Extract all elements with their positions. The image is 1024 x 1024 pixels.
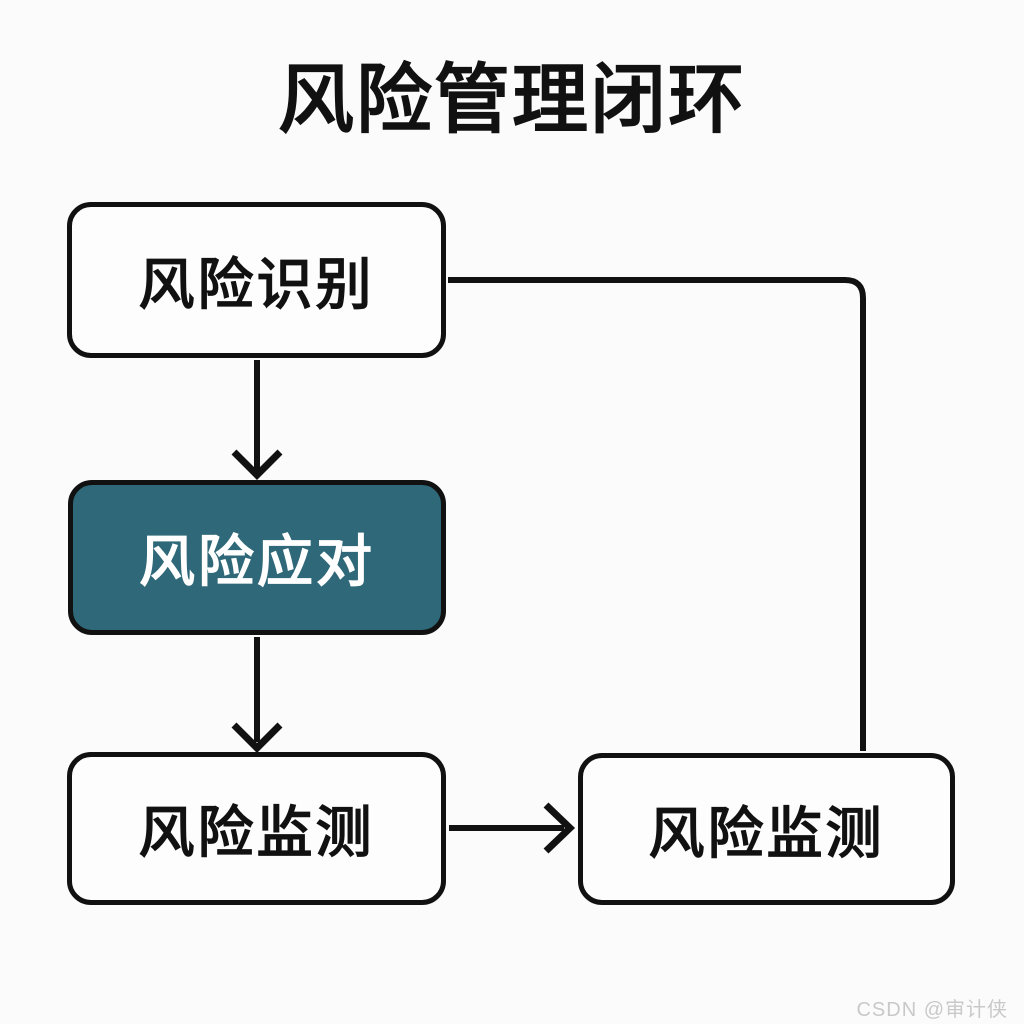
watermark: CSDN @审计侠	[856, 999, 1008, 1021]
arrow-identify-to-respond	[231, 360, 283, 480]
diagram-title: 风险管理闭环	[278, 58, 746, 143]
arrow-respond-to-monitor	[231, 637, 283, 753]
flow-node-risk-response: 风险应对	[68, 480, 446, 635]
flow-node-risk-monitoring-right: 风险监测	[578, 753, 955, 905]
flow-node-risk-identification: 风险识别	[67, 202, 446, 358]
loopback-connector	[448, 277, 866, 751]
arrow-monitor-to-monitor	[449, 802, 576, 854]
flow-node-risk-monitoring-left: 风险监测	[67, 752, 446, 905]
